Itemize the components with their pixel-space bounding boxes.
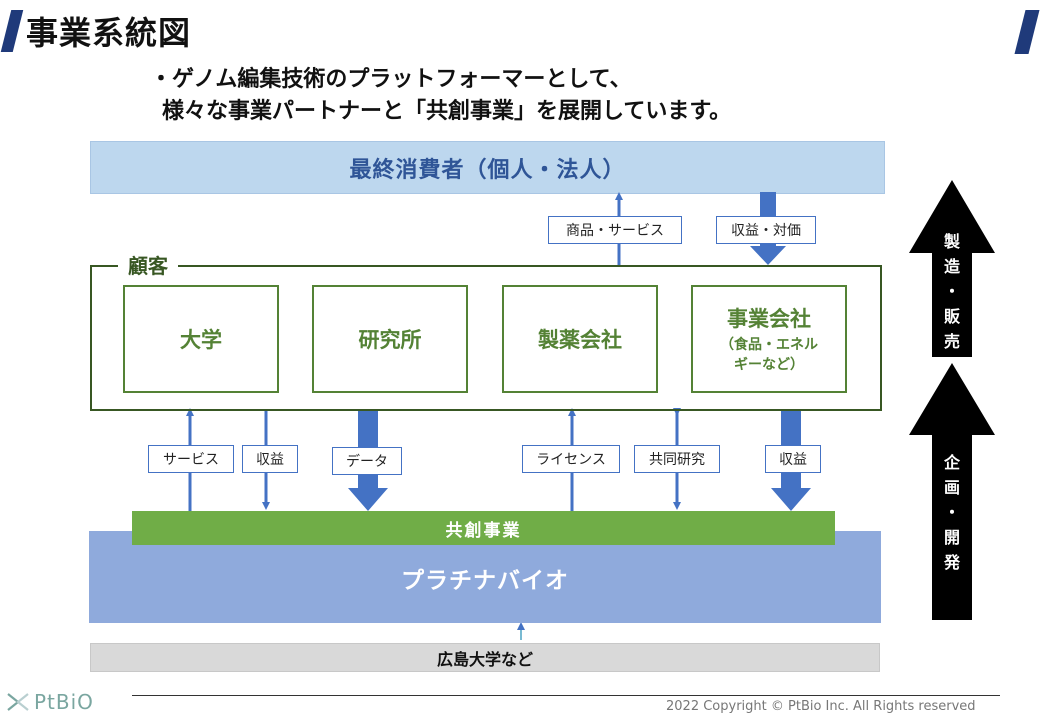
customer-university-label: 大学: [180, 328, 222, 352]
upper-char-1: 造: [943, 257, 960, 276]
customer-university: 大学: [123, 285, 279, 393]
product-service-label: 商品・サービス: [548, 216, 682, 244]
lower-char-4: 発: [943, 553, 960, 572]
logo-text: PtBiO: [34, 690, 94, 714]
upper-char-2: ・: [943, 282, 960, 301]
end-consumer-box: 最終消費者（個人・法人）: [90, 141, 885, 194]
co-creation-bar: 共創事業: [132, 511, 835, 545]
page-title: 事業系統図: [26, 14, 192, 52]
lower-char-2: ・: [943, 503, 960, 522]
manufacturing-sales-arrow: [909, 180, 995, 357]
upper-char-4: 売: [943, 332, 960, 351]
copyright-text: 2022 Copyright © PtBio Inc. All Rights r…: [666, 699, 976, 714]
lower-char-0: 企: [943, 453, 960, 472]
customer-frame: [90, 265, 882, 411]
company-logo: PtBiO: [6, 690, 94, 714]
upper-char-3: 販: [943, 307, 960, 326]
revenue-label-1: 収益: [242, 445, 298, 473]
platinabio-box: プラチナバイオ: [89, 531, 881, 623]
customer-business-company-note: （食品・エネル ギーなど）: [720, 337, 818, 373]
customer-research-institute-label: 研究所: [358, 328, 422, 352]
upper-char-0: 製: [943, 232, 960, 251]
customer-business-company-label: 事業会社: [727, 307, 811, 331]
revenue-label-2: 収益: [765, 445, 821, 473]
service-label: サービス: [148, 445, 234, 473]
customer-research-institute: 研究所: [312, 285, 468, 393]
data-label: データ: [332, 447, 402, 475]
joint-research-label: 共同研究: [634, 445, 720, 473]
license-label: ライセンス: [522, 445, 620, 473]
planning-development-arrow: [909, 363, 995, 620]
logo-mark-icon: [7, 693, 29, 711]
lower-char-1: 画: [943, 478, 960, 497]
footer-divider: [132, 695, 1000, 696]
customer-pharma: 製薬会社: [502, 285, 658, 393]
subtitle-line-1: ・ゲノム編集技術のプラットフォーマーとして、: [150, 67, 632, 92]
customer-business-company: 事業会社 （食品・エネル ギーなど）: [691, 285, 847, 393]
manufacturing-sales-text: 製 造 ・ 販 売: [940, 229, 964, 354]
revenue-price-label: 収益・対価: [716, 216, 816, 244]
customer-label: 顧客: [118, 250, 178, 279]
customer-pharma-label: 製薬会社: [538, 328, 622, 352]
subtitle-line-2: 様々な事業パートナーと「共創事業」を展開しています。: [162, 99, 732, 124]
lower-char-3: 開: [943, 528, 960, 547]
hiroshima-university-box: 広島大学など: [90, 643, 880, 672]
planning-development-text: 企 画 ・ 開 発: [940, 450, 964, 575]
subtitle: ・ゲノム編集技術のプラットフォーマーとして、 様々な事業パートナーと「共創事業」…: [150, 64, 731, 128]
